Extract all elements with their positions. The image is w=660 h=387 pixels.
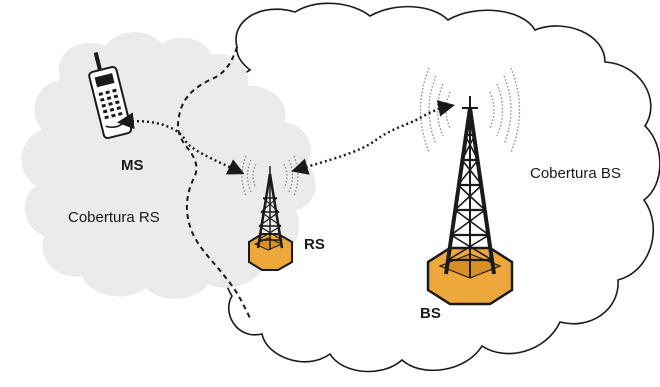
bs-label: BS bbox=[420, 305, 441, 322]
link-rs-bs bbox=[291, 100, 455, 175]
rs-label: RS bbox=[304, 236, 325, 253]
ms-label: MS bbox=[121, 157, 144, 174]
rs-coverage-label: Cobertura RS bbox=[68, 209, 160, 226]
base-station-tower-icon bbox=[419, 67, 521, 306]
relay-tower-icon bbox=[241, 155, 299, 271]
bs-coverage-label: Cobertura BS bbox=[530, 165, 621, 182]
